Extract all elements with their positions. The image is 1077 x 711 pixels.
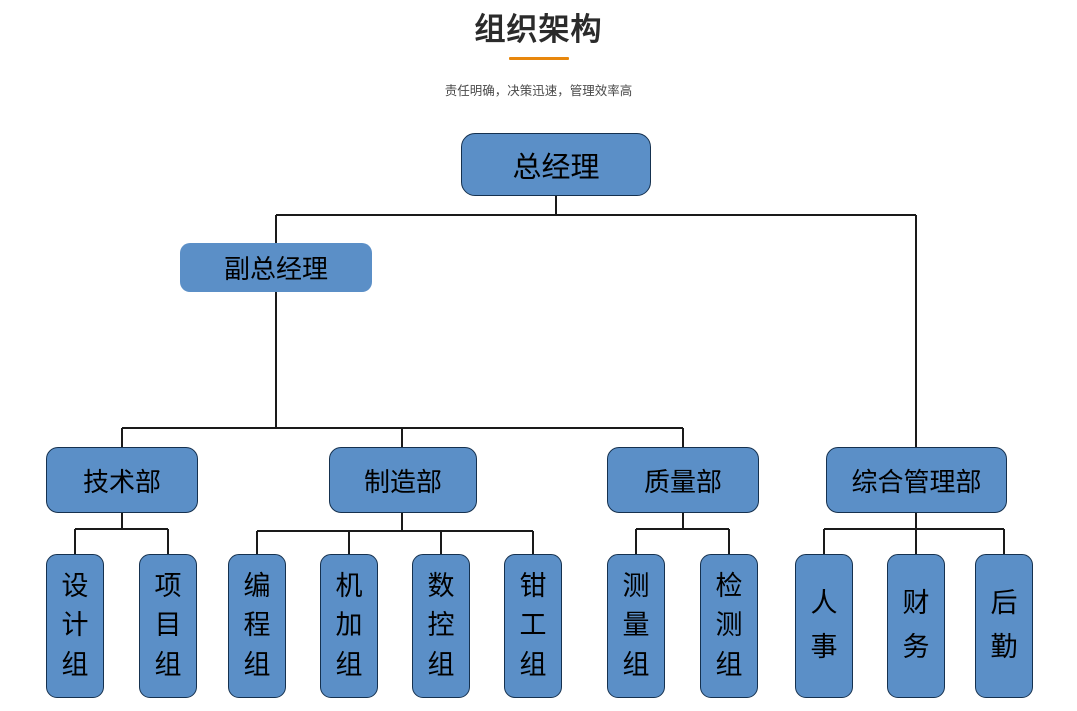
leaf-char: 组 — [427, 649, 455, 680]
node-general-manager[interactable]: 总经理 — [461, 133, 651, 196]
leaf-char: 财 — [902, 587, 930, 618]
node-deputy-general-manager[interactable]: 副总经理 — [180, 243, 372, 292]
leaf-char: 控 — [427, 610, 455, 641]
node-department-manufacturing[interactable]: 制造部 — [329, 447, 477, 513]
leaf-char: 设 — [61, 570, 89, 601]
leaf-char: 机 — [335, 570, 363, 601]
leaf-char: 组 — [61, 649, 89, 680]
node-team-cnc[interactable]: 数 控 组 — [412, 554, 470, 698]
node-department-quality[interactable]: 质量部 — [607, 447, 759, 513]
leaf-char: 项 — [154, 570, 182, 601]
leaf-char: 钳 — [519, 570, 547, 601]
title-divider — [509, 57, 569, 60]
leaf-char: 编 — [243, 570, 271, 601]
leaf-char: 检 — [715, 570, 743, 601]
leaf-char: 工 — [519, 610, 547, 641]
node-department-technology[interactable]: 技术部 — [46, 447, 198, 513]
leaf-char: 勤 — [990, 632, 1018, 663]
leaf-char: 组 — [715, 649, 743, 680]
leaf-char: 目 — [154, 610, 182, 641]
leaf-char: 数 — [427, 570, 455, 601]
leaf-char: 量 — [622, 610, 650, 641]
leaf-char: 后 — [990, 587, 1018, 618]
node-team-design[interactable]: 设 计 组 — [46, 554, 104, 698]
leaf-char: 事 — [810, 632, 838, 663]
leaf-char: 组 — [335, 649, 363, 680]
node-team-programming[interactable]: 编 程 组 — [228, 554, 286, 698]
page-subtitle: 责任明确，决策迅速，管理效率高 — [444, 84, 633, 98]
leaf-char: 计 — [61, 610, 89, 641]
leaf-char: 组 — [519, 649, 547, 680]
node-team-logistics[interactable]: 后 勤 — [975, 554, 1033, 698]
leaf-char: 组 — [243, 649, 271, 680]
leaf-char: 人 — [810, 587, 838, 618]
node-team-fitter[interactable]: 钳 工 组 — [504, 554, 562, 698]
node-department-administration[interactable]: 综合管理部 — [826, 447, 1007, 513]
node-team-project[interactable]: 项 目 组 — [139, 554, 197, 698]
node-team-inspection[interactable]: 检 测 组 — [700, 554, 758, 698]
leaf-char: 组 — [154, 649, 182, 680]
leaf-char: 测 — [715, 610, 743, 641]
leaf-char: 程 — [243, 610, 271, 641]
node-team-machining[interactable]: 机 加 组 — [320, 554, 378, 698]
node-team-measurement[interactable]: 测 量 组 — [607, 554, 665, 698]
leaf-char: 加 — [335, 610, 363, 641]
node-team-finance[interactable]: 财 务 — [887, 554, 945, 698]
page-title: 组织架构 — [474, 12, 603, 47]
node-team-hr[interactable]: 人 事 — [795, 554, 853, 698]
leaf-char: 务 — [902, 632, 930, 663]
leaf-char: 测 — [622, 570, 650, 601]
leaf-char: 组 — [622, 649, 650, 680]
